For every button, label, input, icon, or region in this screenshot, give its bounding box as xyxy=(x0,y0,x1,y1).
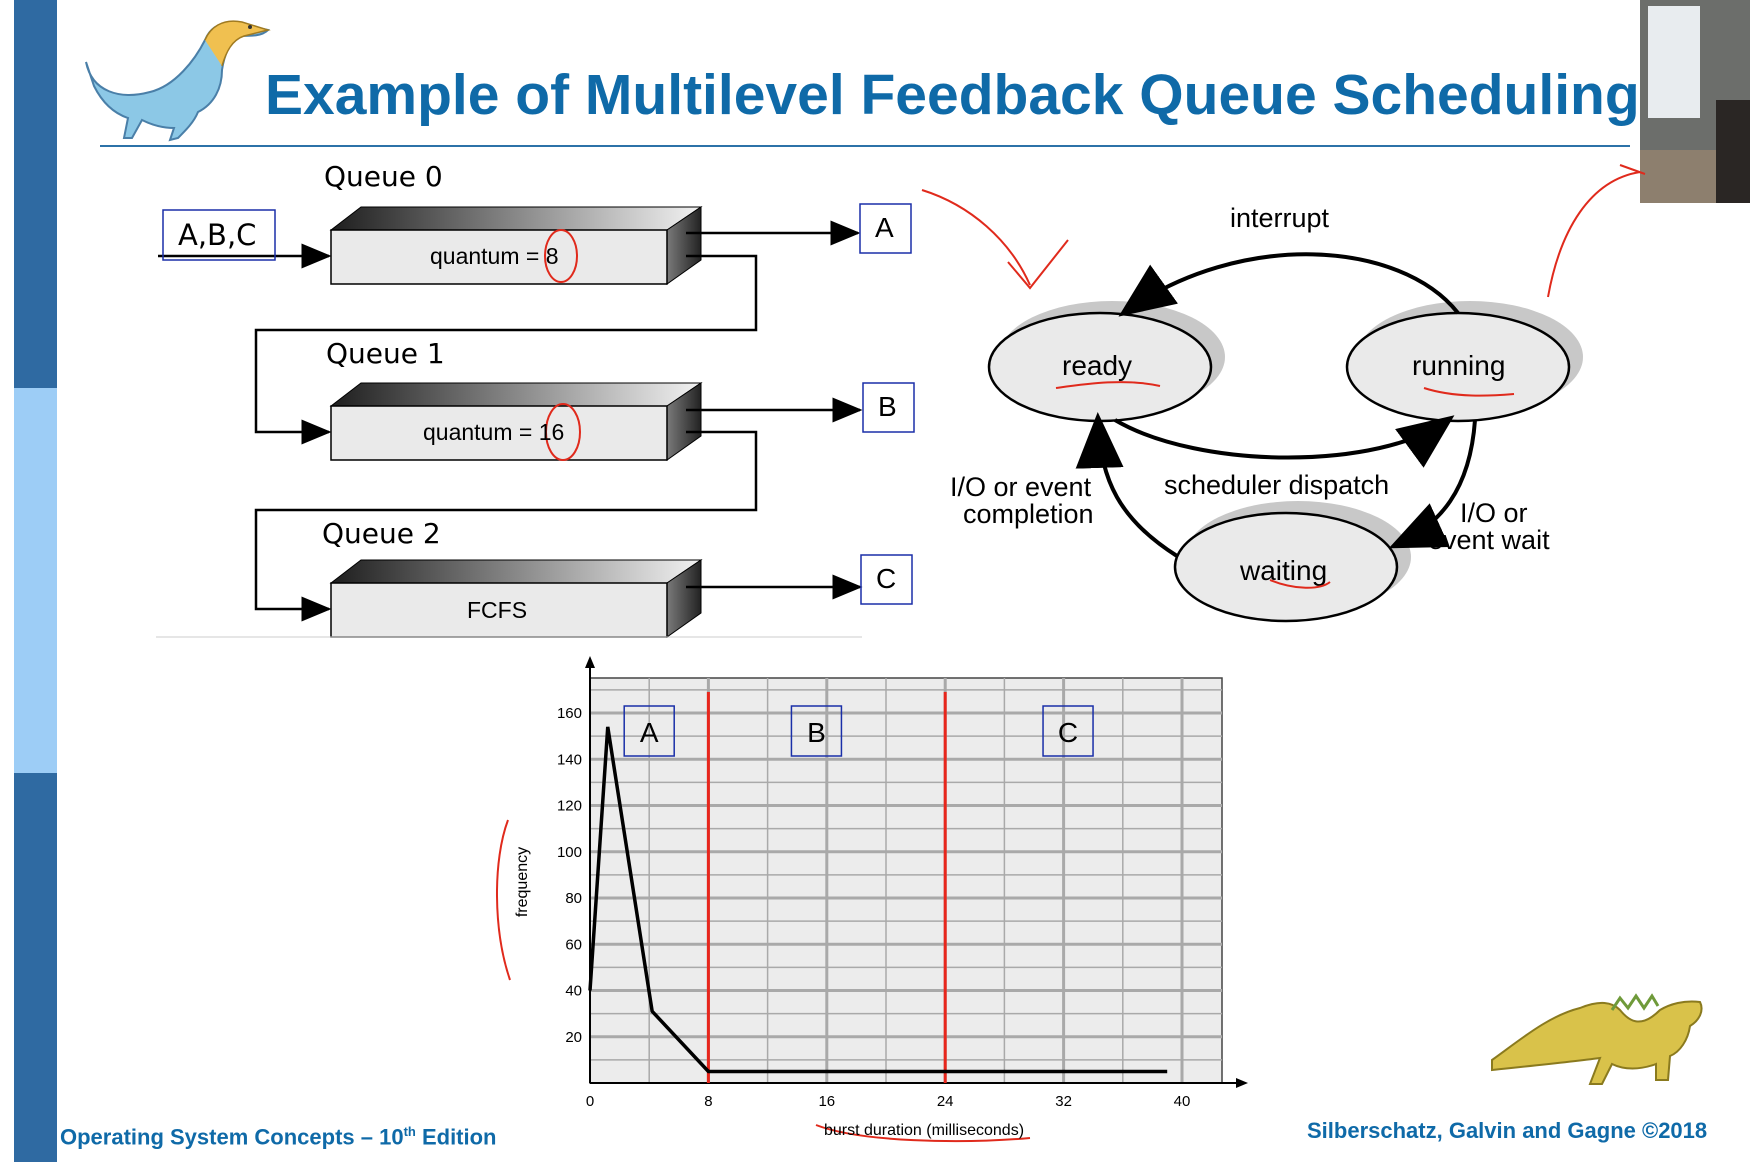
region-label: C xyxy=(1058,717,1078,748)
footer-course: Operating System Concepts – 10th Edition xyxy=(60,1124,497,1150)
edge-interrupt-label: interrupt xyxy=(1230,203,1330,233)
webcam-floor xyxy=(1640,150,1720,203)
y-tick-label: 120 xyxy=(557,798,582,815)
state-ready xyxy=(987,301,1225,423)
queue-2-label: FCFS xyxy=(467,597,528,623)
y-tick-label: 20 xyxy=(565,1029,582,1046)
queue-flow-lines xyxy=(158,220,863,622)
title-divider xyxy=(100,145,1630,147)
queue-0-label: quantum = 8 xyxy=(430,243,559,269)
queue-0-box xyxy=(329,206,703,285)
annotation-circles xyxy=(544,229,581,461)
footer-course-sup: th xyxy=(403,1124,416,1139)
webcam-person xyxy=(1716,100,1750,203)
queue-1-output: B xyxy=(878,391,897,422)
y-tick-label: 100 xyxy=(557,844,582,861)
state-transitions xyxy=(1075,252,1477,558)
queue-1-name: Queue 1 xyxy=(326,337,445,370)
series-line xyxy=(588,726,1168,1074)
footer-course-text: Operating System Concepts – 10 xyxy=(60,1124,404,1150)
y-tick-label: 40 xyxy=(565,983,582,1000)
region-label-box xyxy=(1042,705,1094,757)
x-tick-label: 32 xyxy=(1055,1093,1072,1110)
y-axis-arrow xyxy=(585,656,595,668)
y-tick-label: 160 xyxy=(557,705,582,722)
y-tick-label: 60 xyxy=(565,936,582,953)
x-tick-label: 24 xyxy=(937,1093,954,1110)
queue-2-output: C xyxy=(876,563,897,594)
state-running-label: running xyxy=(1412,350,1506,381)
x-tick-label: 0 xyxy=(586,1093,594,1110)
queue-2-box xyxy=(329,559,703,638)
edge-io-wait-label-1: I/O or xyxy=(1460,498,1528,528)
plot-area xyxy=(589,677,1223,1084)
queue-input-label: A,B,C xyxy=(178,218,257,252)
slide-title: Example of Multilevel Feedback Queue Sch… xyxy=(265,63,1640,127)
queue-0-name: Queue 0 xyxy=(324,160,443,193)
state-waiting xyxy=(1173,501,1411,623)
y-tick-label: 140 xyxy=(557,751,582,768)
queue-1-box xyxy=(329,382,703,461)
left-accent-bar-light xyxy=(14,388,57,773)
region-label-box xyxy=(623,705,675,757)
x-axis-arrow xyxy=(1236,1078,1248,1088)
edge-io-wait-label-2: event wait xyxy=(1428,525,1550,555)
footer-copyright: Silberschatz, Galvin and Gagne ©2018 xyxy=(1307,1118,1708,1143)
x-tick-label: 8 xyxy=(704,1093,712,1110)
region-label: A xyxy=(640,717,659,748)
y-axis-label: frequency xyxy=(514,847,531,917)
annotation-boxes xyxy=(162,203,915,605)
queue-2-name: Queue 2 xyxy=(322,517,441,550)
webcam-window xyxy=(1648,6,1700,118)
footer-course-suffix: Edition xyxy=(415,1124,497,1150)
x-axis-label: burst duration (milliseconds) xyxy=(824,1122,1024,1139)
queue-1-label: quantum = 16 xyxy=(423,419,565,445)
webcam-overlay xyxy=(1640,0,1750,203)
state-ready-label: ready xyxy=(1062,350,1133,381)
edge-io-complete-label-1: I/O or event xyxy=(950,472,1092,502)
region-label-box xyxy=(790,705,843,757)
y-tick-label: 80 xyxy=(565,890,582,907)
x-tick-label: 16 xyxy=(818,1093,835,1110)
edge-dispatch-label: scheduler dispatch xyxy=(1164,470,1390,500)
region-label: B xyxy=(807,717,826,748)
left-edge xyxy=(0,0,14,1162)
edge-io-complete-label-2: completion xyxy=(963,499,1094,529)
x-tick-label: 40 xyxy=(1174,1093,1191,1110)
queue-0-output: A xyxy=(875,212,894,243)
